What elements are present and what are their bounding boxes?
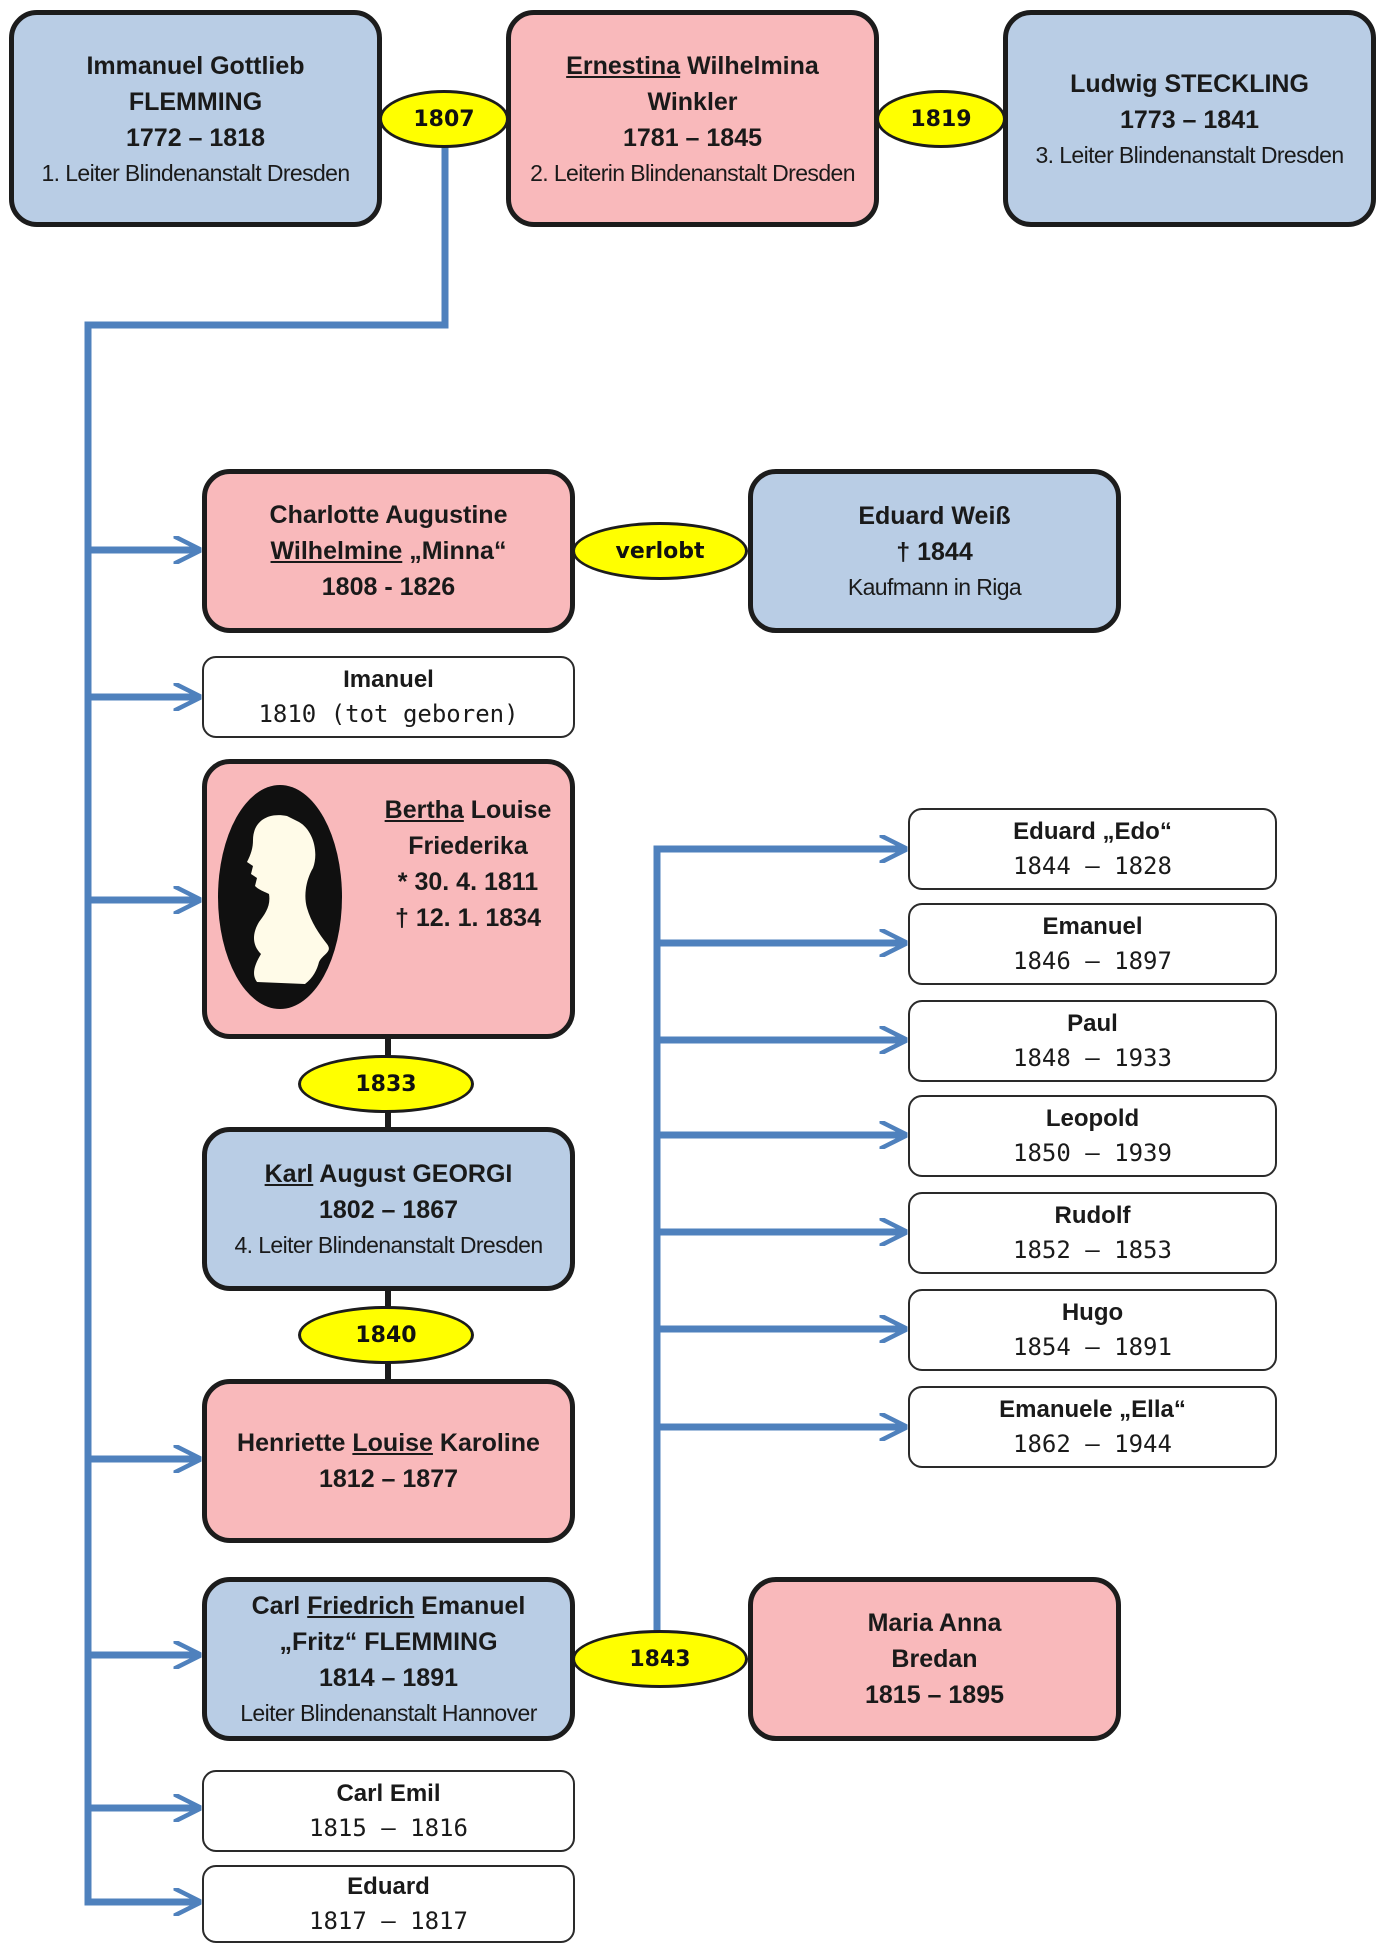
name-line-1: Bertha Louise (385, 792, 552, 828)
marriage-1840-badge: 1840 (298, 1306, 474, 1364)
name-rest: Louise (470, 796, 552, 824)
name: Eduard (347, 1873, 430, 1900)
marriage-1807-badge: 1807 (379, 90, 509, 148)
name-first: Henriette (237, 1429, 346, 1457)
person-bertha-louise-friederika: Bertha Louise Friederika * 30. 4. 1811 †… (202, 759, 575, 1039)
name: Henriette Louise Karoline (237, 1425, 540, 1461)
role: 4. Leiter Blindenanstalt Dresden (234, 1232, 543, 1258)
life-dates: 1812 – 1877 (318, 1465, 459, 1493)
person-carl-emil: Carl Emil 1815 – 1816 (202, 1770, 575, 1852)
birth: * 30. 4. 1811 (397, 868, 539, 896)
person-ernestina-wilhelmina-winkler: Ernestina Wilhelmina Winkler 1781 – 1845… (506, 10, 879, 227)
name: Carl Emil (336, 1780, 441, 1807)
life-dates: 1846 – 1897 (1013, 947, 1172, 975)
call-name: Bertha (384, 796, 464, 824)
grandchild-paul: Paul 1848 – 1933 (908, 1000, 1277, 1082)
name-rest: August GEORGI (319, 1160, 513, 1188)
name: Hugo (1061, 1299, 1124, 1326)
bertha-text: Bertha Louise Friederika * 30. 4. 1811 †… (363, 792, 573, 936)
name-line-2: Wilhelmine „Minna“ (271, 533, 507, 569)
engagement-badge: verlobt (572, 522, 748, 580)
marriage-1833-badge: 1833 (298, 1055, 474, 1113)
name: Eduard Weiß (858, 502, 1011, 530)
name: Paul (1067, 1010, 1118, 1037)
role: 2. Leiterin Blindenanstalt Dresden (530, 159, 855, 186)
life-dates: 1815 – 1895 (864, 1681, 1005, 1709)
name: Imanuel (343, 666, 434, 693)
name: Eduard „Edo“ (1013, 818, 1172, 845)
life-dates: 1810 (tot geboren) (258, 700, 519, 728)
name: Emanuel (1042, 913, 1143, 940)
marriage-1819-badge: 1819 (876, 90, 1006, 148)
silhouette-portrait-icon (218, 785, 342, 1009)
life-dates: 1862 – 1944 (1013, 1430, 1172, 1458)
name: Karl August GEORGI (265, 1156, 513, 1192)
name-line-1: Carl Friedrich Emanuel (252, 1588, 526, 1624)
role: 1. Leiter Blindenanstalt Dresden (41, 159, 350, 186)
life-dates: 1802 – 1867 (318, 1196, 459, 1224)
call-name: Louise (352, 1429, 433, 1457)
name: Leopold (1045, 1105, 1140, 1132)
name-rest: Emanuel (421, 1592, 526, 1620)
life-dates: 1808 - 1826 (321, 573, 456, 601)
grandchild-leopold: Leopold 1850 – 1939 (908, 1095, 1277, 1177)
name-last: Karoline (439, 1429, 540, 1457)
role: 3. Leiter Blindenanstalt Dresden (1035, 141, 1344, 168)
person-henriette-louise-karoline: Henriette Louise Karoline 1812 – 1877 (202, 1379, 575, 1543)
person-imanuel: Imanuel 1810 (tot geboren) (202, 656, 575, 738)
grandchild-eduard-edo: Eduard „Edo“ 1844 – 1828 (908, 808, 1277, 890)
call-name: Karl (264, 1160, 314, 1188)
grandchild-rudolf: Rudolf 1852 – 1853 (908, 1192, 1277, 1274)
name-line-2: Friederika (408, 832, 528, 860)
name: Rudolf (1054, 1202, 1131, 1229)
death: † 12. 1. 1834 (395, 904, 541, 932)
life-dates: 1852 – 1853 (1013, 1236, 1172, 1264)
name-line-1: Ernestina Wilhelmina (566, 48, 819, 84)
life-dates: 1854 – 1891 (1013, 1333, 1172, 1361)
person-charlotte-augustine-wilhelmine: Charlotte Augustine Wilhelmine „Minna“ 1… (202, 469, 575, 633)
name-line-2: Bredan (891, 1645, 978, 1673)
name: Ludwig STECKLING (1070, 69, 1309, 98)
name-last: Winkler (647, 87, 738, 116)
life-dates: 1815 – 1816 (309, 1814, 468, 1842)
life-dates: 1817 – 1817 (309, 1907, 468, 1935)
grandchild-emanuel: Emanuel 1846 – 1897 (908, 903, 1277, 985)
person-eduard: Eduard 1817 – 1817 (202, 1865, 575, 1943)
life-dates: 1850 – 1939 (1013, 1139, 1172, 1167)
person-maria-anna-bredan: Maria Anna Bredan 1815 – 1895 (748, 1577, 1121, 1741)
name-first: Carl (251, 1592, 301, 1620)
life-dates: 1814 – 1891 (318, 1664, 459, 1692)
name-last: FLEMMING (128, 87, 263, 116)
grandchild-emanuele-ella: Emanuele „Ella“ 1862 – 1944 (908, 1386, 1277, 1468)
name-line-1: Maria Anna (867, 1609, 1002, 1637)
name: Emanuele „Ella“ (999, 1396, 1186, 1423)
marriage-1843-badge: 1843 (572, 1630, 748, 1688)
role: Leiter Blindenanstalt Hannover (240, 1700, 537, 1726)
life-dates: 1772 – 1818 (125, 123, 266, 152)
person-eduard-weiss: Eduard Weiß † 1844 Kaufmann in Riga (748, 469, 1121, 633)
grandchild-hugo: Hugo 1854 – 1891 (908, 1289, 1277, 1371)
life-dates: 1773 – 1841 (1119, 105, 1260, 134)
life-dates: 1844 – 1828 (1013, 852, 1172, 880)
name-rest: Wilhelmina (687, 51, 819, 80)
person-immanuel-gottlieb-flemming: Immanuel Gottlieb FLEMMING 1772 – 1818 1… (9, 10, 382, 227)
death: † 1844 (896, 538, 973, 566)
call-name: Ernestina (566, 51, 681, 80)
person-ludwig-steckling: Ludwig STECKLING 1773 – 1841 3. Leiter B… (1003, 10, 1376, 227)
name-line-2: „Fritz“ FLEMMING (279, 1628, 498, 1656)
name-first: Immanuel Gottlieb (86, 51, 305, 80)
person-carl-friedrich-emanuel-flemming: Carl Friedrich Emanuel „Fritz“ FLEMMING … (202, 1577, 575, 1741)
life-dates: 1781 – 1845 (622, 123, 763, 152)
role: Kaufmann in Riga (847, 574, 1022, 600)
nickname: „Minna“ (409, 537, 507, 565)
call-name: Wilhelmine (270, 537, 403, 565)
call-name: Friedrich (307, 1592, 415, 1620)
life-dates: 1848 – 1933 (1013, 1044, 1172, 1072)
main-descent-line (84, 114, 449, 1906)
name-line-1: Charlotte Augustine (269, 501, 508, 529)
person-karl-august-georgi: Karl August GEORGI 1802 – 1867 4. Leiter… (202, 1127, 575, 1291)
